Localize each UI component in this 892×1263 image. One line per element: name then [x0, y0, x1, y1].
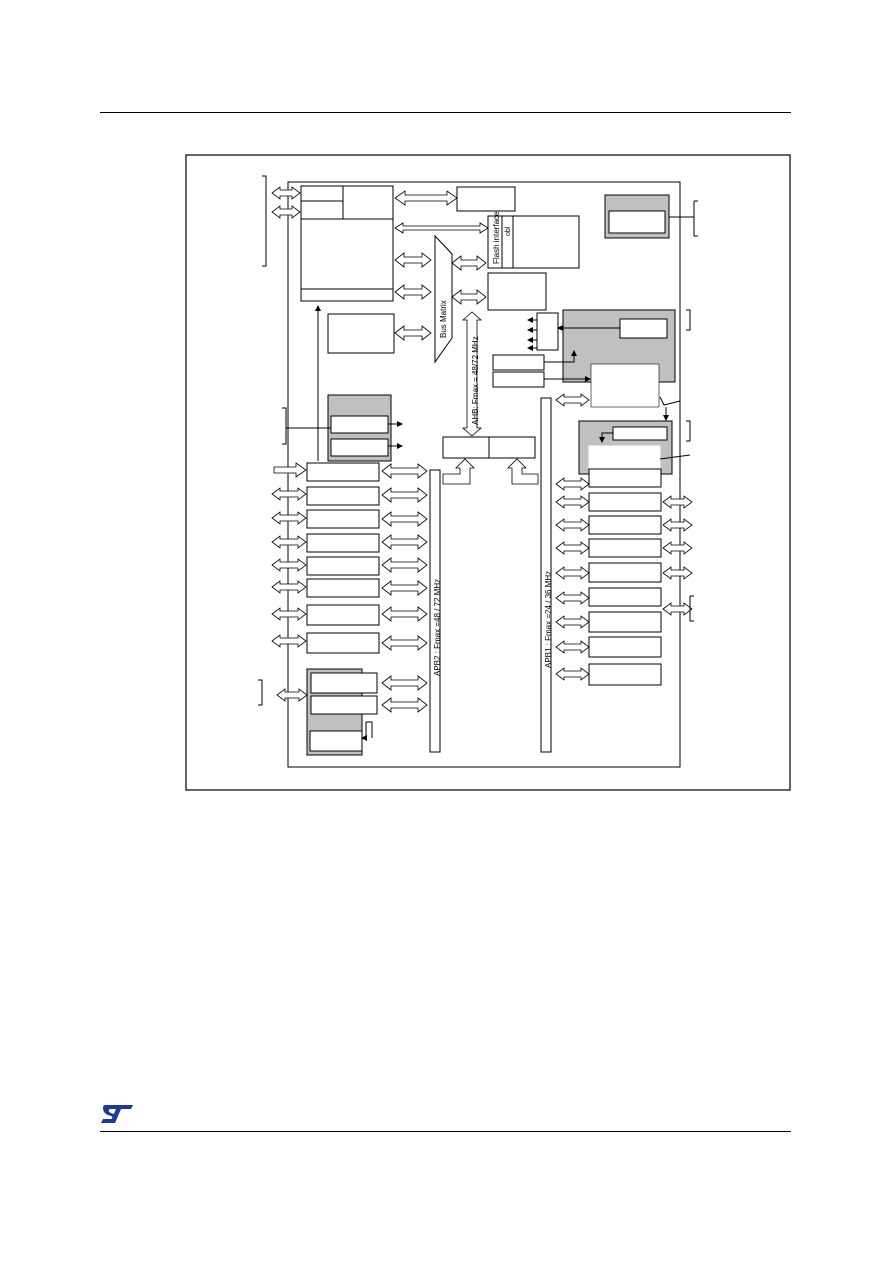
apb1-bus-bar — [540, 397, 552, 753]
watchdog-box-2 — [492, 371, 545, 388]
chip-boundary — [287, 181, 681, 768]
apb2-peripherals — [306, 462, 380, 654]
apb1-bus-label: APB1 : Fmax =24 / 36 MHz — [544, 571, 553, 668]
dma-block — [327, 313, 395, 354]
reset-clock-sub-2 — [330, 438, 389, 457]
bus-matrix-shape — [434, 234, 453, 364]
cpu-bus-arrow-2 — [394, 284, 432, 300]
bracket-top-right — [690, 200, 698, 237]
rtc-white-box — [590, 363, 660, 408]
flash-interface-prefix: obl — [505, 226, 512, 236]
clock-gen-box — [536, 312, 559, 351]
ahb-apb2-bridge — [442, 436, 490, 459]
apb1-io-arrows — [662, 495, 693, 616]
header-rule — [100, 112, 791, 113]
bracket-bottom-left — [258, 679, 263, 706]
apb2-io-arrows — [271, 462, 308, 702]
apb1-peripherals — [588, 468, 662, 686]
bracket-mid-left — [282, 407, 287, 445]
bridge-apb2-arrow — [442, 458, 475, 485]
sram-block — [487, 272, 547, 311]
footer-rule — [100, 1131, 791, 1132]
bus-flashif-arrow — [451, 255, 487, 271]
apb2-bus-arrows — [381, 463, 428, 713]
backup-sub-1 — [612, 426, 668, 441]
debug-arrow-2 — [271, 205, 301, 219]
backup-arrow — [599, 432, 613, 443]
dma-bus-arrow — [394, 325, 432, 341]
flash-interface-label: Flash interface — [492, 211, 501, 264]
st-logo-icon — [101, 1105, 133, 1123]
bracket-backup-right — [686, 420, 691, 442]
figure-frame — [185, 154, 791, 791]
apb1-bus-arrows — [555, 393, 590, 681]
reset-clock-sub-1 — [330, 415, 389, 434]
bus-sram-arrow — [451, 289, 487, 305]
bridge-apb1-arrow — [507, 458, 539, 485]
bracket-clock-right — [686, 309, 691, 331]
ahb-apb1-bridge — [488, 436, 536, 459]
ahb-bus-label: AHB: Fmax = 48/72 MHz — [471, 336, 480, 425]
cpu-flash-if-arrow — [394, 222, 489, 234]
debug-arrow-1 — [271, 186, 301, 200]
watchdog-box-1 — [492, 354, 545, 371]
bracket-top-left — [262, 175, 267, 267]
clock-control-sub — [619, 318, 668, 339]
apb2-bus-label: APB2 : Fmax =48 / 72 MHz — [433, 579, 442, 676]
cpu-core-block — [300, 185, 394, 302]
flash-block — [456, 186, 516, 212]
adc-block — [306, 668, 378, 756]
cpu-bus-arrow-1 — [394, 252, 432, 268]
top-right-sub — [608, 210, 666, 234]
clock-out-arrows — [527, 317, 537, 351]
flash-interface-block — [487, 215, 580, 269]
cpu-flash-arrow — [394, 190, 458, 206]
apb2-bus-bar — [429, 469, 441, 753]
ahb-bus-arrow — [461, 311, 483, 437]
vbat-line — [659, 396, 681, 406]
bracket-apb1-right — [689, 595, 694, 622]
watchdog-line — [544, 350, 577, 363]
bus-matrix-label: Bus Matrix — [439, 300, 448, 338]
backup-out-line — [659, 454, 691, 460]
